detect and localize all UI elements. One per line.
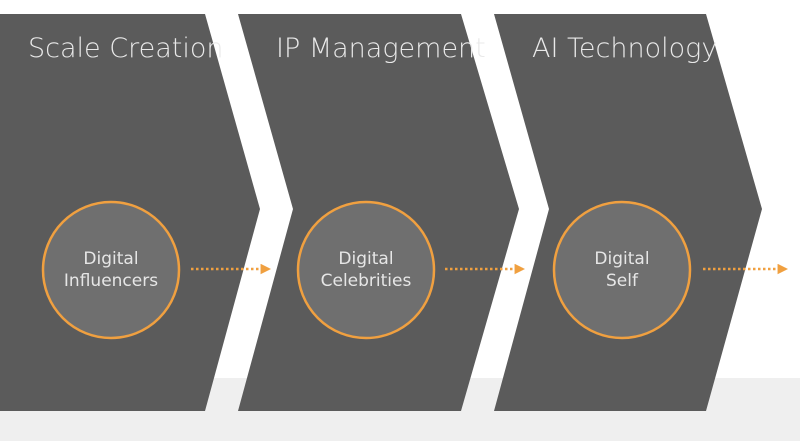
stage-title: AI Technology: [532, 33, 717, 64]
stage-title: IP Management: [276, 33, 486, 64]
stage-circle: [552, 200, 692, 340]
circle-label-line-1: Digital: [594, 249, 649, 269]
stage-circle: [41, 200, 181, 340]
circle-label-line-2: Self: [606, 271, 639, 291]
stage-circle: [296, 200, 436, 340]
stage-ai-technology: AI Technology Digital Self: [494, 14, 789, 411]
circle-label-line-2: Influencers: [64, 271, 158, 291]
circle-label-line-1: Digital: [83, 249, 138, 269]
circle-label-line-1: Digital: [338, 249, 393, 269]
stage-scale-creation: Scale Creation Digital Influencers: [0, 14, 272, 411]
stage-title: Scale Creation: [28, 33, 223, 64]
stage-ip-management: IP Management Digital Celebrities: [238, 14, 526, 411]
circle-label-line-2: Celebrities: [321, 271, 412, 291]
